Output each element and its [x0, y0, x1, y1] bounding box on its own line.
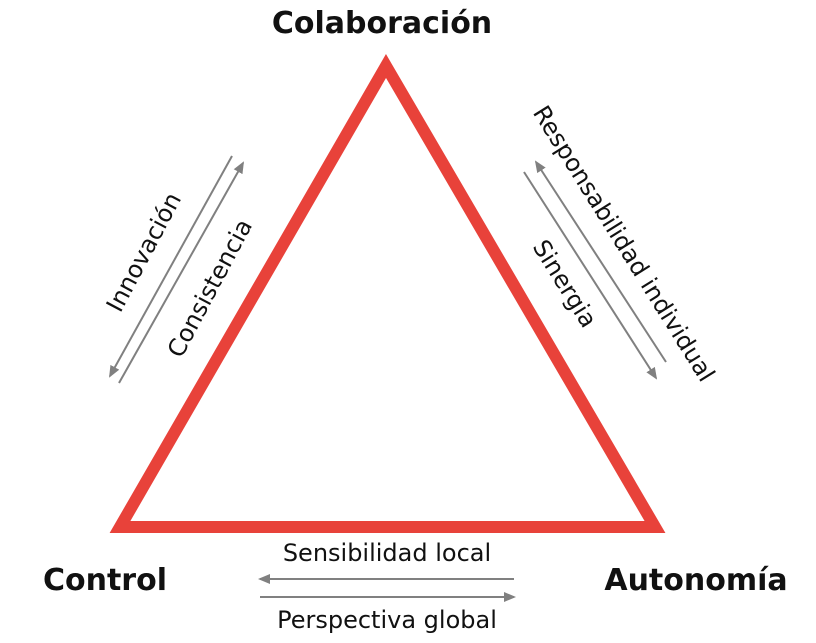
left-edge-inner-label: Consistencia	[162, 214, 258, 362]
vertex-label-left: Control	[43, 563, 167, 598]
vertex-label-right: Autonomía	[604, 563, 787, 598]
left-edge-outer-label: Innovación	[101, 188, 187, 317]
right-edge-arrow-up	[534, 160, 667, 363]
right-edge-arrow-down	[523, 171, 658, 380]
bottom-edge-lower-label: Perspectiva global	[277, 606, 497, 634]
left-edge-arrow-down	[109, 155, 233, 378]
triangle-outline	[109, 54, 666, 533]
left-edge-arrow-up	[118, 161, 244, 384]
bottom-edge-upper-label: Sensibilidad local	[283, 539, 491, 567]
vertex-label-top: Colaboración	[272, 6, 492, 41]
